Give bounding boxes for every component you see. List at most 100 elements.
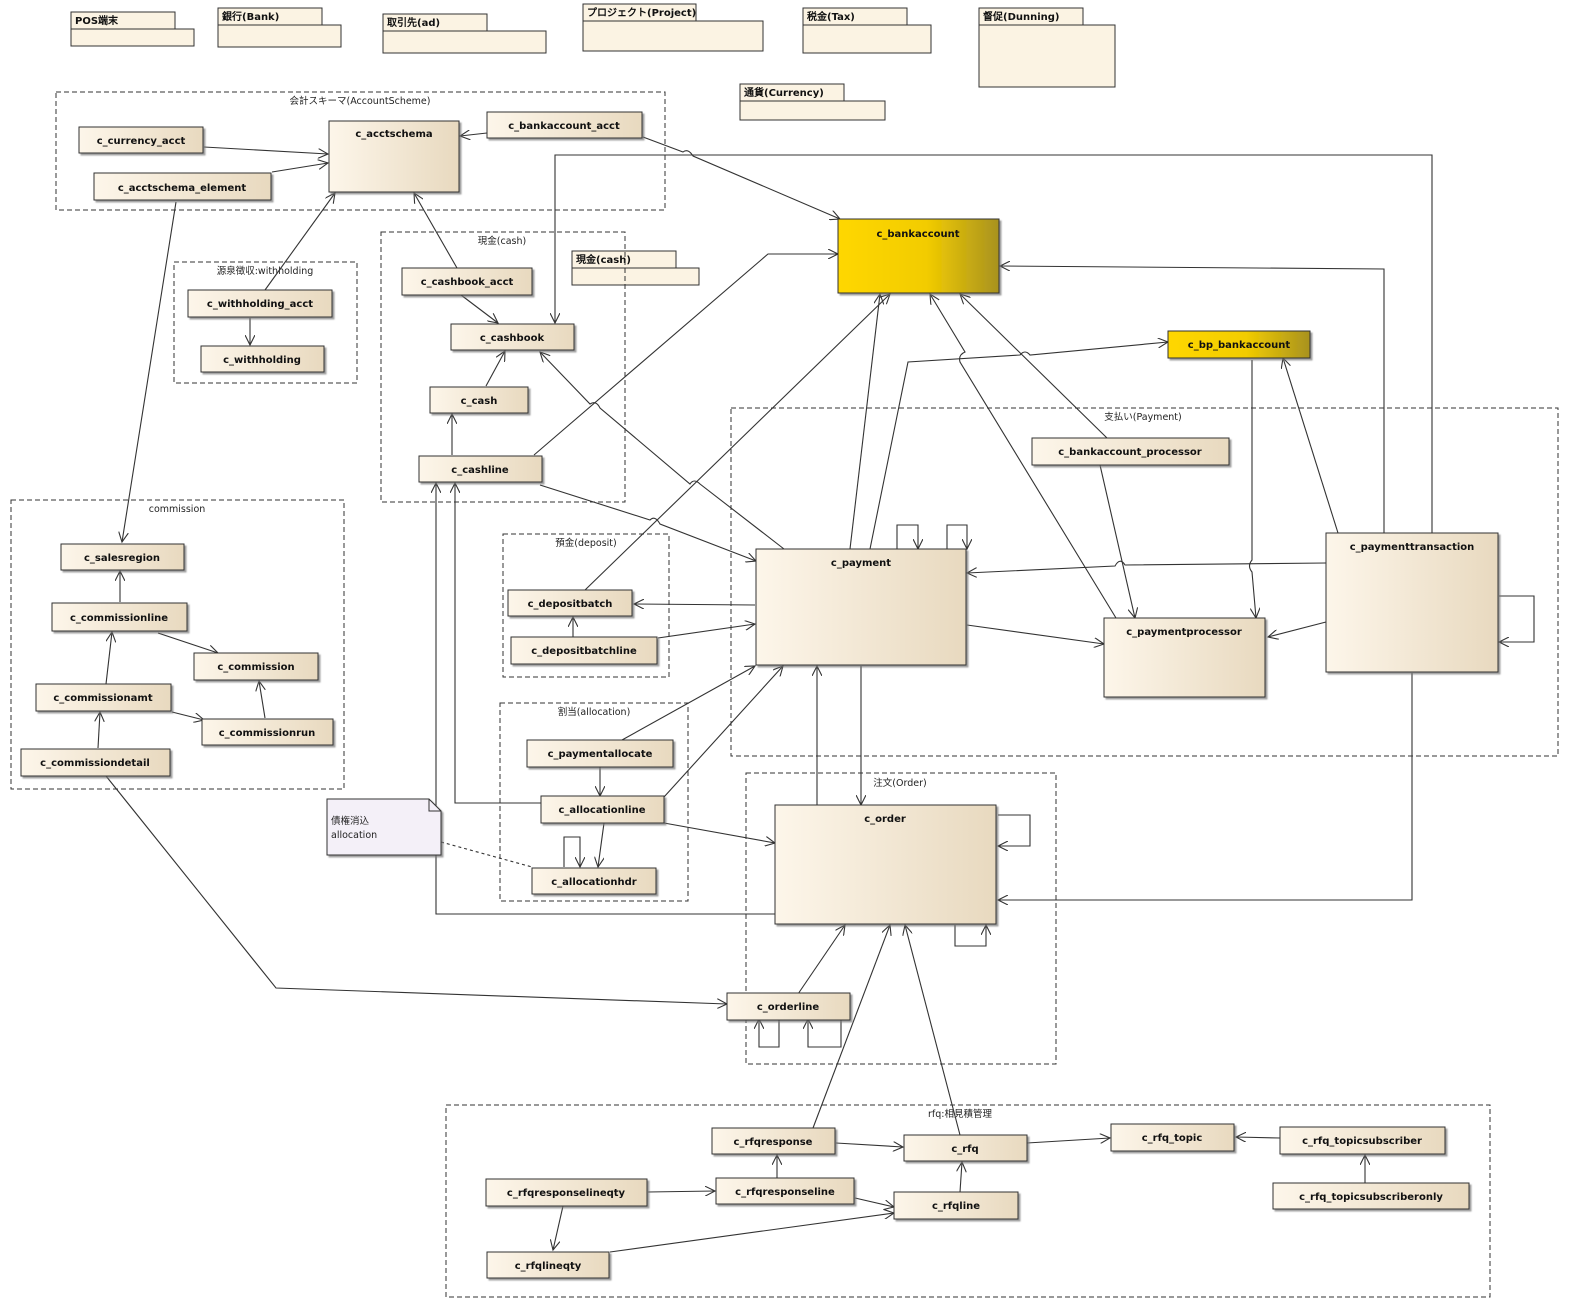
class-c-depositbatchline[interactable]: c_depositbatchline <box>510 636 658 665</box>
class-c-acctschema[interactable]: c_acctschema <box>328 120 460 193</box>
class-c-cash[interactable]: c_cash <box>429 386 529 414</box>
class-c-rfqresponseline[interactable]: c_rfqresponseline <box>715 1177 855 1205</box>
class-c-paymentallocate[interactable]: c_paymentallocate <box>526 739 674 768</box>
class-c-rfq-topicsubscriberonly[interactable]: c_rfq_topicsubscriberonly <box>1272 1182 1470 1210</box>
edge-paytrans-order <box>998 673 1413 900</box>
class-c-paymentprocessor[interactable]: c_paymentprocessor <box>1103 617 1266 698</box>
class-c-acctschema-element[interactable]: c_acctschema_element <box>93 172 272 201</box>
edge-order-self-2 <box>954 925 986 947</box>
class-c-rfqresponse[interactable]: c_rfqresponse <box>711 1127 836 1155</box>
edge-element-acctschema <box>271 163 328 173</box>
edge-payallocate-payment <box>621 666 755 741</box>
package-bp-label: 取引先(ad) <box>387 16 440 29</box>
class-label: c_rfq_topicsubscriberonly <box>1299 1192 1443 1203</box>
class-c-allocationhdr[interactable]: c_allocationhdr <box>531 867 657 895</box>
class-c-rfqresponselineqty[interactable]: c_rfqresponselineqty <box>485 1178 648 1207</box>
class-label: c_cashbook <box>480 333 545 344</box>
class-c-cashbook[interactable]: c_cashbook <box>450 323 575 351</box>
package-currency-label: 通貨(Currency) <box>744 86 824 99</box>
package-pos[interactable]: POS端末 <box>70 11 195 47</box>
class-label: c_rfqlineqty <box>515 1261 582 1272</box>
edge-rfqresponse-rfq <box>835 1143 903 1147</box>
package-project[interactable]: プロジェクト(Project) <box>582 3 764 52</box>
class-c-bankaccount-acct[interactable]: c_bankaccount_acct <box>486 111 643 139</box>
package-bp[interactable]: 取引先(ad) <box>382 13 547 54</box>
class-c-rfqlineqty[interactable]: c_rfqlineqty <box>486 1251 610 1279</box>
edge-paytrans-paymentprocessor <box>1268 621 1327 637</box>
edge-order-cashline <box>436 483 775 915</box>
class-label: c_paymentprocessor <box>1126 627 1242 638</box>
edge-paymentprocessor-bankaccount <box>930 294 1117 619</box>
class-c-order[interactable]: c_order <box>774 804 997 925</box>
group-deposit: 預金(deposit) <box>502 533 670 678</box>
package-cash-label: 現金(cash) <box>576 253 631 266</box>
class-c-orderline[interactable]: c_orderline <box>726 992 851 1021</box>
class-c-bankaccount-processor[interactable]: c_bankaccount_processor <box>1031 437 1230 466</box>
group-payment-label: 支払い(Payment) <box>1104 411 1182 423</box>
class-label: c_allocationhdr <box>551 877 637 888</box>
class-c-rfq[interactable]: c_rfq <box>903 1134 1028 1162</box>
edge-bankacctprocessor-paymentprocessor <box>1099 464 1135 618</box>
class-c-rfq-topicsubscriber[interactable]: c_rfq_topicsubscriber <box>1279 1126 1446 1155</box>
edge-bankacctprocessor-bankaccount <box>960 294 1108 439</box>
class-label: c_paymenttransaction <box>1350 542 1475 553</box>
class-c-rfqline[interactable]: c_rfqline <box>893 1191 1019 1220</box>
edge-paytrans-self <box>1499 595 1535 642</box>
package-project-label: プロジェクト(Project) <box>587 6 696 19</box>
class-label: c_withholding_acct <box>207 299 313 310</box>
class-c-cashline[interactable]: c_cashline <box>418 455 543 483</box>
edge-cashbookacct-cashbook <box>460 294 498 323</box>
edge-responselineqty-rfqlineqty <box>553 1205 564 1250</box>
class-c-paymenttransaction[interactable]: c_paymenttransaction <box>1325 532 1499 673</box>
package-currency[interactable]: 通貨(Currency) <box>739 83 886 121</box>
class-c-payment[interactable]: c_payment <box>755 548 967 666</box>
package-tax[interactable]: 税金(Tax) <box>802 7 932 54</box>
class-c-bp-bankaccount[interactable]: c_bp_bankaccount <box>1167 330 1311 359</box>
class-c-withholding-acct[interactable]: c_withholding_acct <box>187 289 333 318</box>
class-c-salesregion[interactable]: c_salesregion <box>60 543 185 571</box>
edge-payment-cashbook <box>540 352 785 550</box>
class-c-depositbatch[interactable]: c_depositbatch <box>507 589 633 617</box>
class-c-commission[interactable]: c_commission <box>193 652 319 681</box>
class-label: c_cashline <box>451 465 509 476</box>
class-label: c_rfqresponselineqty <box>507 1188 626 1199</box>
group-commission-label: commission <box>149 504 206 515</box>
group-deposit-label: 預金(deposit) <box>555 537 616 549</box>
edge-responselineqty-responseline <box>647 1191 715 1192</box>
class-c-allocationline[interactable]: c_allocationline <box>540 795 665 824</box>
class-c-commissionline[interactable]: c_commissionline <box>51 602 188 632</box>
class-label: c_commission <box>217 662 294 673</box>
class-c-bankaccount[interactable]: c_bankaccount <box>837 218 1000 294</box>
edge-cashline-bankaccount <box>533 254 838 456</box>
class-label: c_order <box>864 814 906 825</box>
class-label: c_commissionrun <box>219 728 315 739</box>
class-label: c_bankaccount <box>876 229 959 240</box>
edge-bankacctacct-acctschema <box>460 133 488 136</box>
package-pos-label: POS端末 <box>75 14 119 27</box>
edge-commissionline-commission <box>157 632 218 653</box>
package-bank[interactable]: 銀行(Bank) <box>217 7 342 48</box>
edge-rfqlineqty-rfqline <box>609 1213 894 1253</box>
class-c-commissionamt[interactable]: c_commissionamt <box>35 683 172 712</box>
class-c-currency-acct[interactable]: c_currency_acct <box>78 126 204 154</box>
note-line-1: 債権消込 <box>331 815 370 827</box>
group-payment: 支払い(Payment) <box>730 407 1559 757</box>
class-label: c_depositbatch <box>528 599 613 610</box>
class-label: c_salesregion <box>84 553 160 564</box>
class-c-cashbook-acct[interactable]: c_cashbook_acct <box>401 267 533 296</box>
group-withholding: 源泉徴収:withholding <box>173 261 358 384</box>
package-dunning[interactable]: 督促(Dunning) <box>978 7 1116 88</box>
class-label: c_rfq_topic <box>1142 1133 1203 1144</box>
class-c-commissiondetail[interactable]: c_commissiondetail <box>20 748 171 777</box>
class-c-rfq-topic[interactable]: c_rfq_topic <box>1110 1123 1235 1152</box>
package-cash[interactable]: 現金(cash) <box>571 250 700 286</box>
edge-responseline-rfqline <box>854 1197 894 1207</box>
class-c-commissionrun[interactable]: c_commissionrun <box>201 718 334 746</box>
class-c-withholding[interactable]: c_withholding <box>200 345 325 373</box>
group-rfq-label: rfq:相見積管理 <box>928 1108 992 1120</box>
relations <box>98 133 1535 1253</box>
edge-payment-self-1 <box>896 524 918 549</box>
edge-withholdingacct-acctschema <box>264 193 335 291</box>
edge-allocationline-cashline <box>455 483 541 804</box>
edge-rfqline-rfq <box>960 1162 962 1193</box>
